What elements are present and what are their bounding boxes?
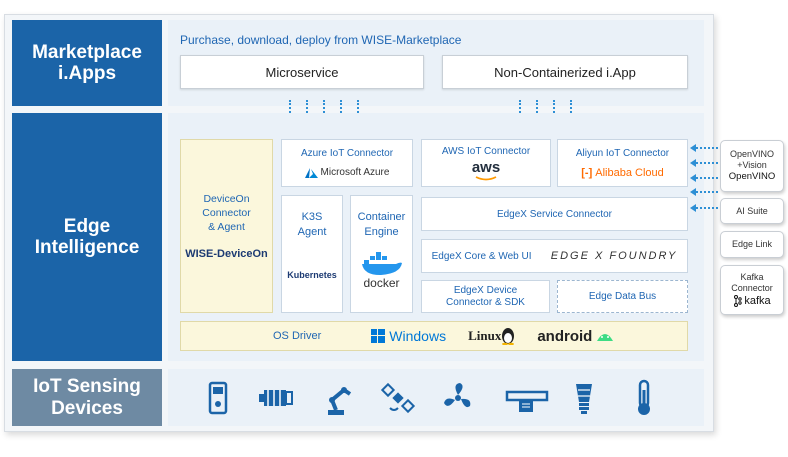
arrow-left: [690, 144, 718, 152]
azure-connector-label: Azure IoT Connector: [300, 148, 394, 159]
kafka-icon: [734, 295, 743, 308]
aliyun-connector-box: Aliyun IoT Connector [-] Alibaba Cloud: [557, 139, 688, 187]
iot-panel: [168, 369, 704, 426]
linux-logo-text: Linux: [468, 328, 502, 343]
edgex-core-label: EdgeX Core & Web UI: [431, 250, 532, 262]
kafka-logo-text: kafka: [744, 295, 771, 308]
k3s-agent-box: K3S Agent Kubernetes: [281, 195, 343, 313]
fan-icon: [444, 383, 471, 408]
kafka-logo-row: kafka: [733, 295, 771, 308]
aws-connector-box: AWS IoT Connector aws: [421, 139, 551, 187]
openvino-title: OpenVINO +Vision: [729, 149, 775, 170]
kubernetes-label: Kubernetes: [287, 269, 337, 280]
tux-penguin-icon: [502, 328, 515, 345]
container-engine-box: Container Engine docker: [350, 195, 413, 313]
edge-link-card: Edge Link: [720, 231, 784, 258]
deviceon-title: DeviceOn Connector & Agent: [202, 192, 251, 234]
satellite-icon: [380, 382, 416, 414]
arrow-left: [690, 188, 718, 196]
openvino-vision-card: OpenVINO +Vision OpenVINO: [720, 140, 784, 192]
aws-logo: aws: [471, 158, 501, 176]
edgex-core-box: EdgeX Core & Web UI EDGE X FOUNDRY: [421, 239, 688, 273]
aws-connector-label: AWS IoT Connector: [441, 145, 531, 157]
light-bulb-icon: [576, 384, 592, 414]
aliyun-logo-row: [-] Alibaba Cloud: [581, 167, 664, 179]
azure-icon: [304, 167, 318, 178]
container-engine-label: Container Engine: [357, 211, 406, 238]
edgex-foundry-logo: EDGE X FOUNDRY: [550, 250, 678, 262]
noncontainerized-app-box: Non-Containerized i.App: [442, 55, 688, 89]
os-driver-label: OS Driver: [273, 330, 322, 342]
android-robot-icon: [597, 334, 614, 341]
windows-icon: [371, 329, 386, 343]
section-edge-intelligence: Edge Intelligence: [12, 113, 162, 361]
arrow-left: [690, 204, 718, 212]
arrow-left: [690, 159, 718, 167]
windows-logo-text: Windows: [389, 328, 447, 344]
azure-logo-row: Microsoft Azure: [304, 167, 390, 178]
wise-deviceon-logo: WISE-DeviceOn: [185, 248, 268, 261]
docker-whale-icon: [361, 251, 402, 275]
docker-logo-text: docker: [363, 275, 400, 290]
microservice-box: Microservice: [180, 55, 424, 89]
section-iot-sensing: IoT Sensing Devices: [12, 369, 162, 426]
openvino-logo: OpenVINO: [728, 170, 776, 182]
azure-logo-text: Microsoft Azure: [320, 167, 390, 178]
deviceon-box: DeviceOn Connector & Agent WISE-DeviceOn: [180, 139, 273, 313]
marketplace-tagline: Purchase, download, deploy from WISE-Mar…: [180, 33, 462, 47]
thermometer-icon: [638, 379, 650, 415]
aliyun-logo-text: Alibaba Cloud: [595, 166, 664, 179]
kafka-connector-card: Kafka Connector kafka: [720, 265, 784, 315]
meter-icon: [208, 381, 228, 415]
section-marketplace: Marketplace i.Apps: [12, 20, 162, 106]
azure-connector-box: Azure IoT Connector Microsoft Azure: [281, 139, 413, 187]
os-driver-box: OS Driver Windows Linux android: [180, 321, 688, 351]
edgex-device-connector-box: EdgeX Device Connector & SDK: [421, 280, 550, 313]
k3s-agent-label: K3S Agent: [297, 211, 327, 238]
ai-suite-card: AI Suite: [720, 198, 784, 224]
aliyun-connector-label: Aliyun IoT Connector: [575, 147, 670, 159]
edgex-service-connector-box: EdgeX Service Connector: [421, 197, 688, 231]
edge-data-bus-box: Edge Data Bus: [557, 280, 688, 313]
arrow-left: [690, 174, 718, 182]
kafka-title: Kafka Connector: [731, 272, 773, 293]
printer-icon: [505, 390, 549, 412]
aliyun-bracket-icon: [-]: [581, 166, 593, 179]
aws-smile-icon: [475, 175, 497, 180]
android-logo-text: android: [537, 327, 593, 345]
robot-arm-icon: [328, 387, 352, 415]
motor-icon: [259, 390, 293, 406]
